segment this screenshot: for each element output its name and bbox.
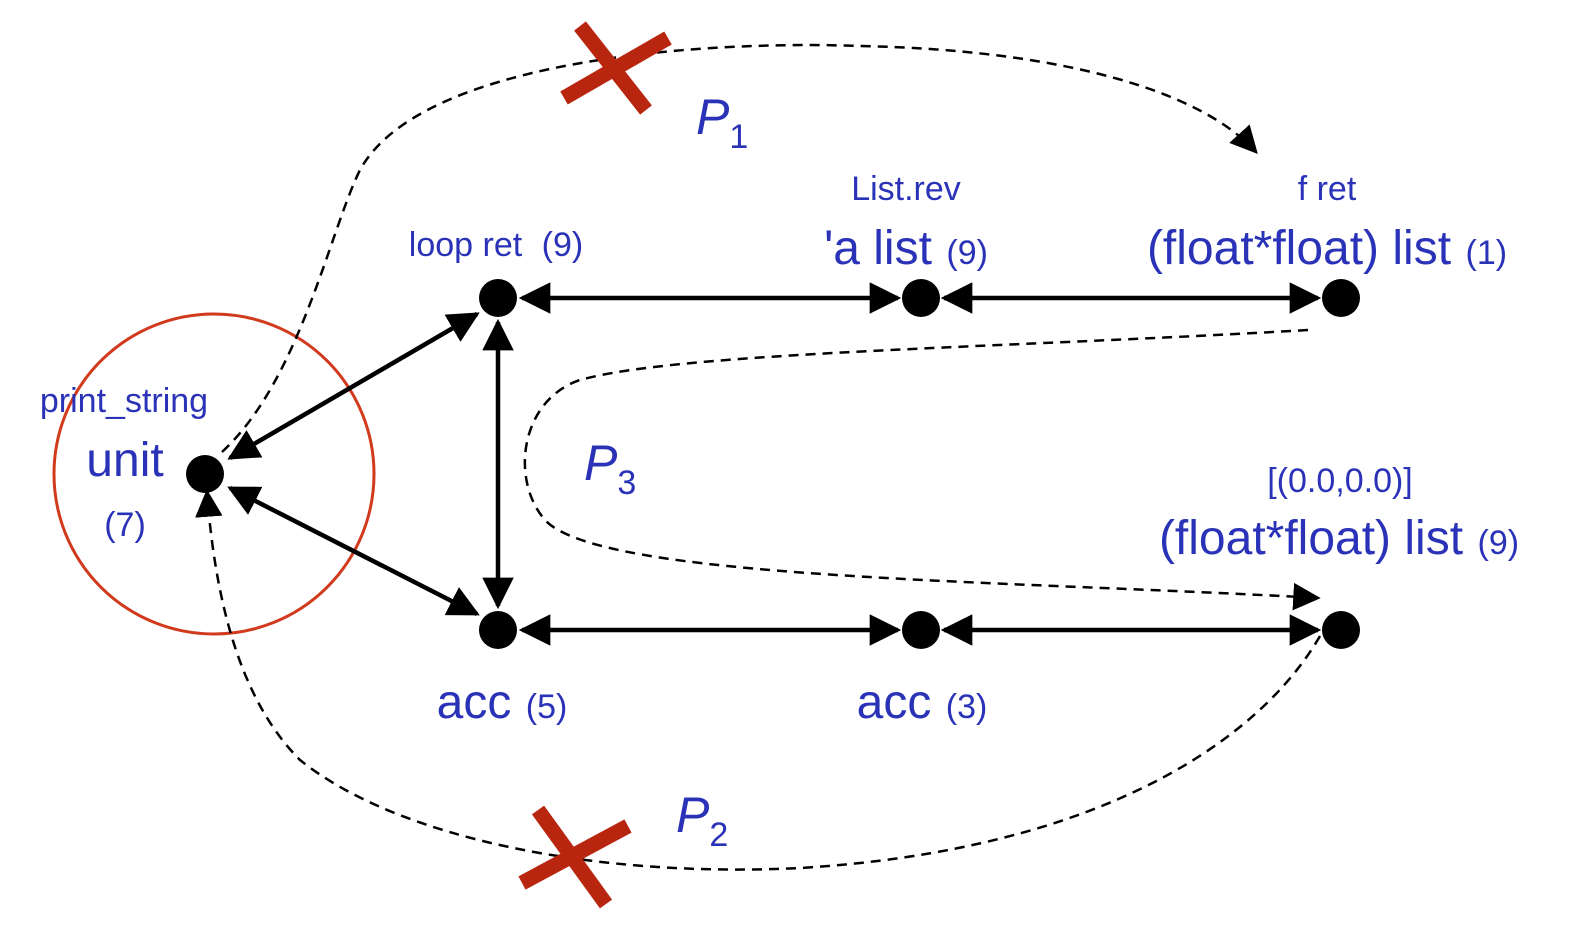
- label-literal-header: [(0.0,0.0)]: [1267, 462, 1413, 500]
- edge-unit-loopret: [227, 312, 480, 460]
- node-acc3: [902, 611, 940, 649]
- label-unit-type: unit: [86, 434, 163, 487]
- node-lit: [1322, 611, 1360, 649]
- highlight-circle: [52, 312, 376, 636]
- node-list-rev: [902, 279, 940, 317]
- cross-p2-icon: [518, 805, 632, 909]
- label-p1: P1: [696, 89, 748, 156]
- path-p3: [523, 328, 1321, 611]
- node-acc5: [479, 611, 517, 649]
- label-acc3: acc (3): [857, 676, 988, 729]
- cross-p1-icon: [560, 21, 672, 115]
- label-literal-type: (float*float) list (9): [1159, 512, 1519, 565]
- label-f-ret-type: (float*float) list (1): [1147, 222, 1507, 275]
- label-f-ret-header: f ret: [1298, 170, 1357, 208]
- label-p2: P2: [676, 787, 728, 854]
- label-list-rev-type: 'a list (9): [824, 222, 988, 275]
- label-print-string: print_string: [40, 382, 208, 420]
- path-p1: [221, 43, 1258, 453]
- node-unit: [186, 455, 224, 493]
- edge-unit-acc5: [227, 485, 480, 617]
- label-loop-ret: loop ret (9): [409, 226, 583, 264]
- label-unit-count: (7): [104, 506, 146, 544]
- label-p3: P3: [584, 435, 636, 502]
- label-list-rev-header: List.rev: [851, 170, 961, 208]
- node-f-ret: [1322, 279, 1360, 317]
- path-p2: [195, 489, 1322, 871]
- node-loop-ret: [479, 279, 517, 317]
- label-acc5: acc (5): [437, 676, 568, 729]
